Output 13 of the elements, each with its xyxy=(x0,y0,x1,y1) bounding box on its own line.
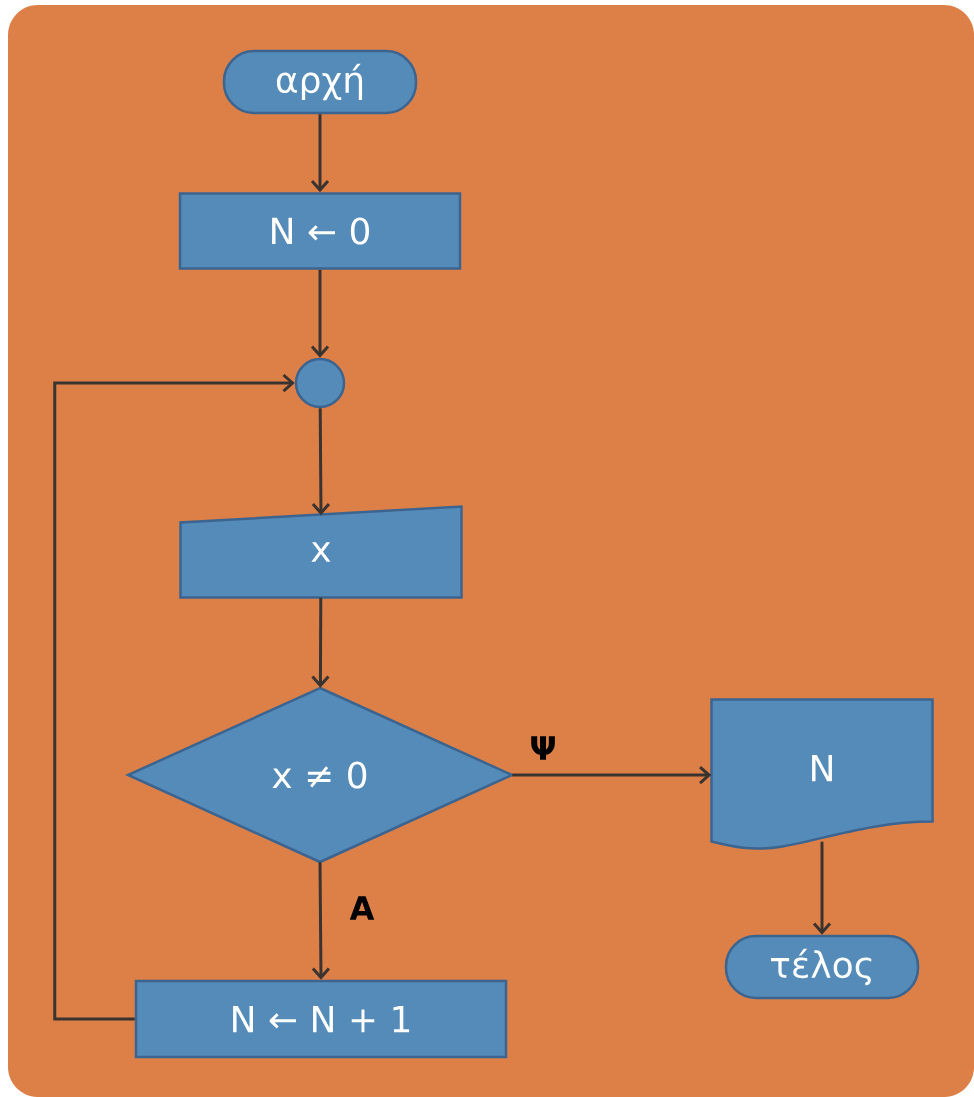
edge-label: Α xyxy=(347,894,377,922)
process-box: N ← 0 xyxy=(178,192,462,270)
arrow xyxy=(311,597,330,688)
arrow xyxy=(310,269,330,358)
arrow xyxy=(311,862,331,980)
arrow xyxy=(53,373,295,1021)
arrow xyxy=(812,841,832,935)
edge-label: Ψ xyxy=(527,734,559,762)
arrow xyxy=(512,765,712,785)
arrow xyxy=(311,408,331,516)
connector-circle xyxy=(294,357,346,409)
arrow xyxy=(310,114,330,193)
process-box: N ← N + 1 xyxy=(134,979,508,1059)
